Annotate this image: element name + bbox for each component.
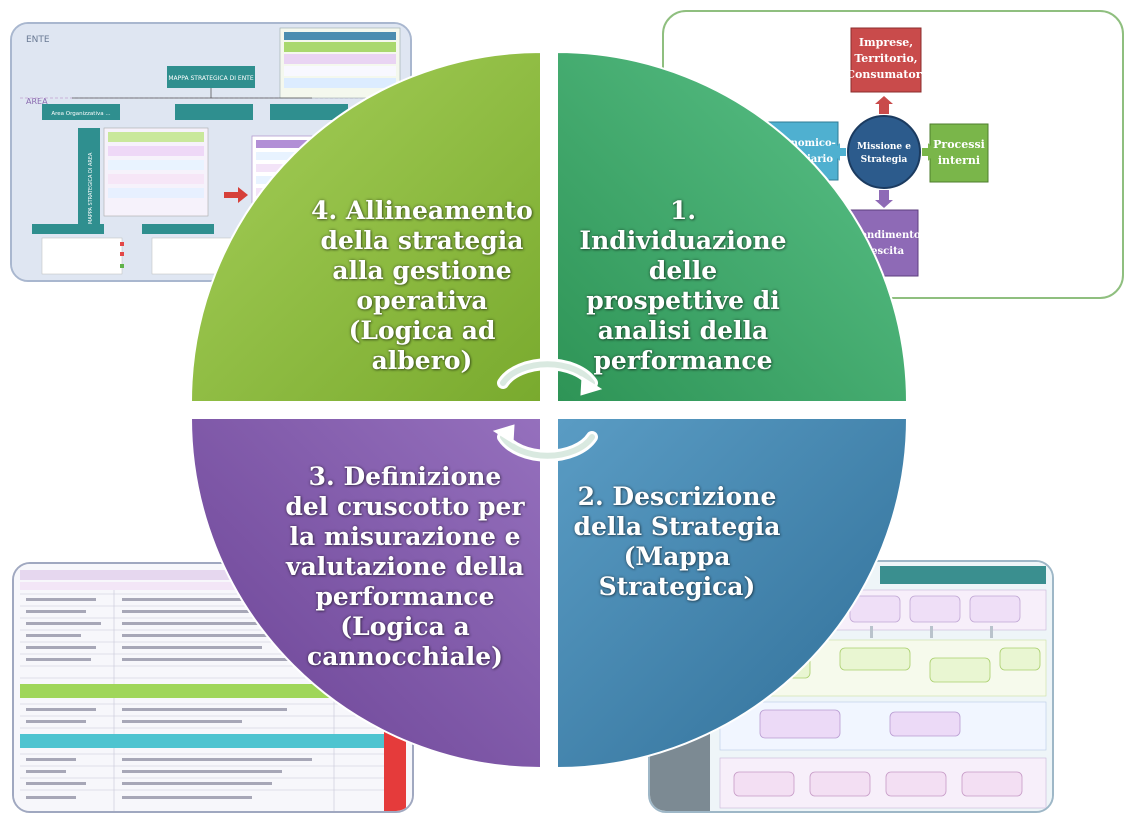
bottom-perspective-line1: Apprendimento e xyxy=(833,230,931,241)
quadrant-3-shape xyxy=(189,417,542,770)
area-box-label: Area Organizzativa ... xyxy=(51,111,110,117)
quadrant-2-label: 2. Descrizione della Strategia (Mappa St… xyxy=(573,482,781,601)
right-perspective-line1: Processi xyxy=(933,138,985,151)
quadrant-3-label: 3. Definizione del cruscotto per la misu… xyxy=(285,462,525,671)
mission-line1: Missione e xyxy=(857,142,911,152)
left-perspective-line1: Economico- xyxy=(770,138,836,149)
quadrant-4-label: 4. Allineamento della strategia alla ges… xyxy=(311,196,533,375)
area-label: AREA xyxy=(26,97,48,106)
cycle-arrows-icon xyxy=(492,358,603,462)
arrow-left-icon xyxy=(832,143,846,161)
top-perspective-line3: Consumatori xyxy=(846,68,925,81)
quadrant-4-shape xyxy=(189,50,542,403)
quadrant-1-label: 1. Individuazione delle prospettive di a… xyxy=(579,196,787,375)
root-box-label: MAPPA STRATEGICA DI ENTE xyxy=(168,75,254,82)
top-perspective-line1: Imprese, xyxy=(859,36,913,49)
bottom-perspective-line2: crescita xyxy=(860,246,905,257)
arrow-down-icon xyxy=(875,190,893,208)
root-box xyxy=(167,66,255,88)
mission-line2: Strategia xyxy=(861,155,908,165)
right-perspective-line2: interni xyxy=(938,154,980,167)
quadrant-2-shape xyxy=(556,417,909,770)
arrow-up-icon xyxy=(875,96,893,114)
ente-label: ENTE xyxy=(26,35,50,45)
mission-circle xyxy=(847,115,921,189)
vertical-label: MAPPA STRATEGICA DI AREA xyxy=(88,152,94,224)
quadrant-1-shape xyxy=(556,50,909,403)
top-perspective-line2: Territorio, xyxy=(854,52,917,65)
arrow-right-icon xyxy=(922,143,936,161)
